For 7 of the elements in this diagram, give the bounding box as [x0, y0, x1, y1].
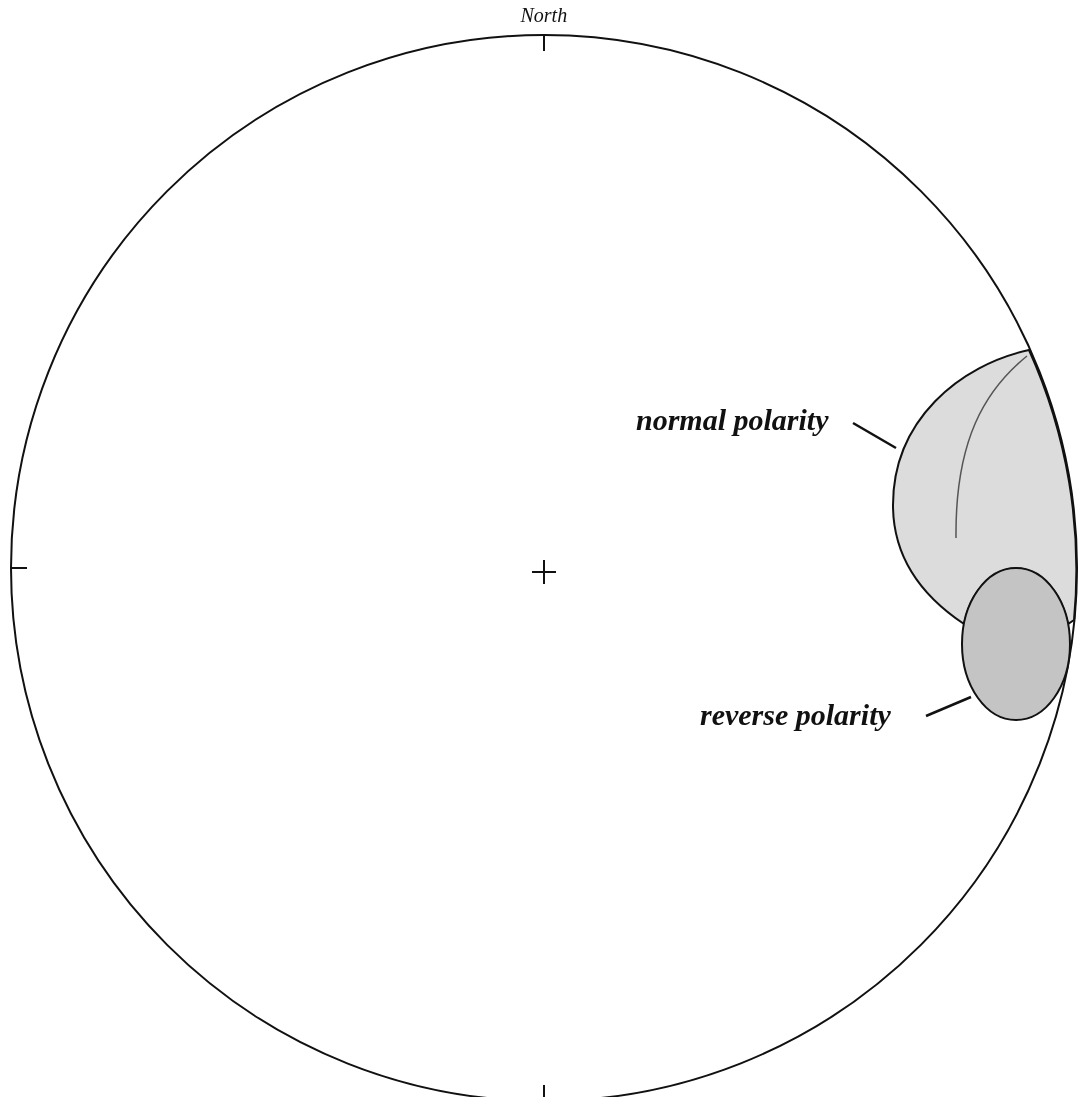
reverse-polarity-region	[961, 567, 1071, 721]
direction-label: North	[520, 4, 568, 27]
leader-line	[925, 695, 972, 718]
normal-polarity-region	[892, 349, 1078, 625]
polarity-label: reverse polarity	[700, 698, 891, 732]
polarity-label: normal polarity	[636, 403, 829, 437]
leader-line	[852, 421, 897, 450]
